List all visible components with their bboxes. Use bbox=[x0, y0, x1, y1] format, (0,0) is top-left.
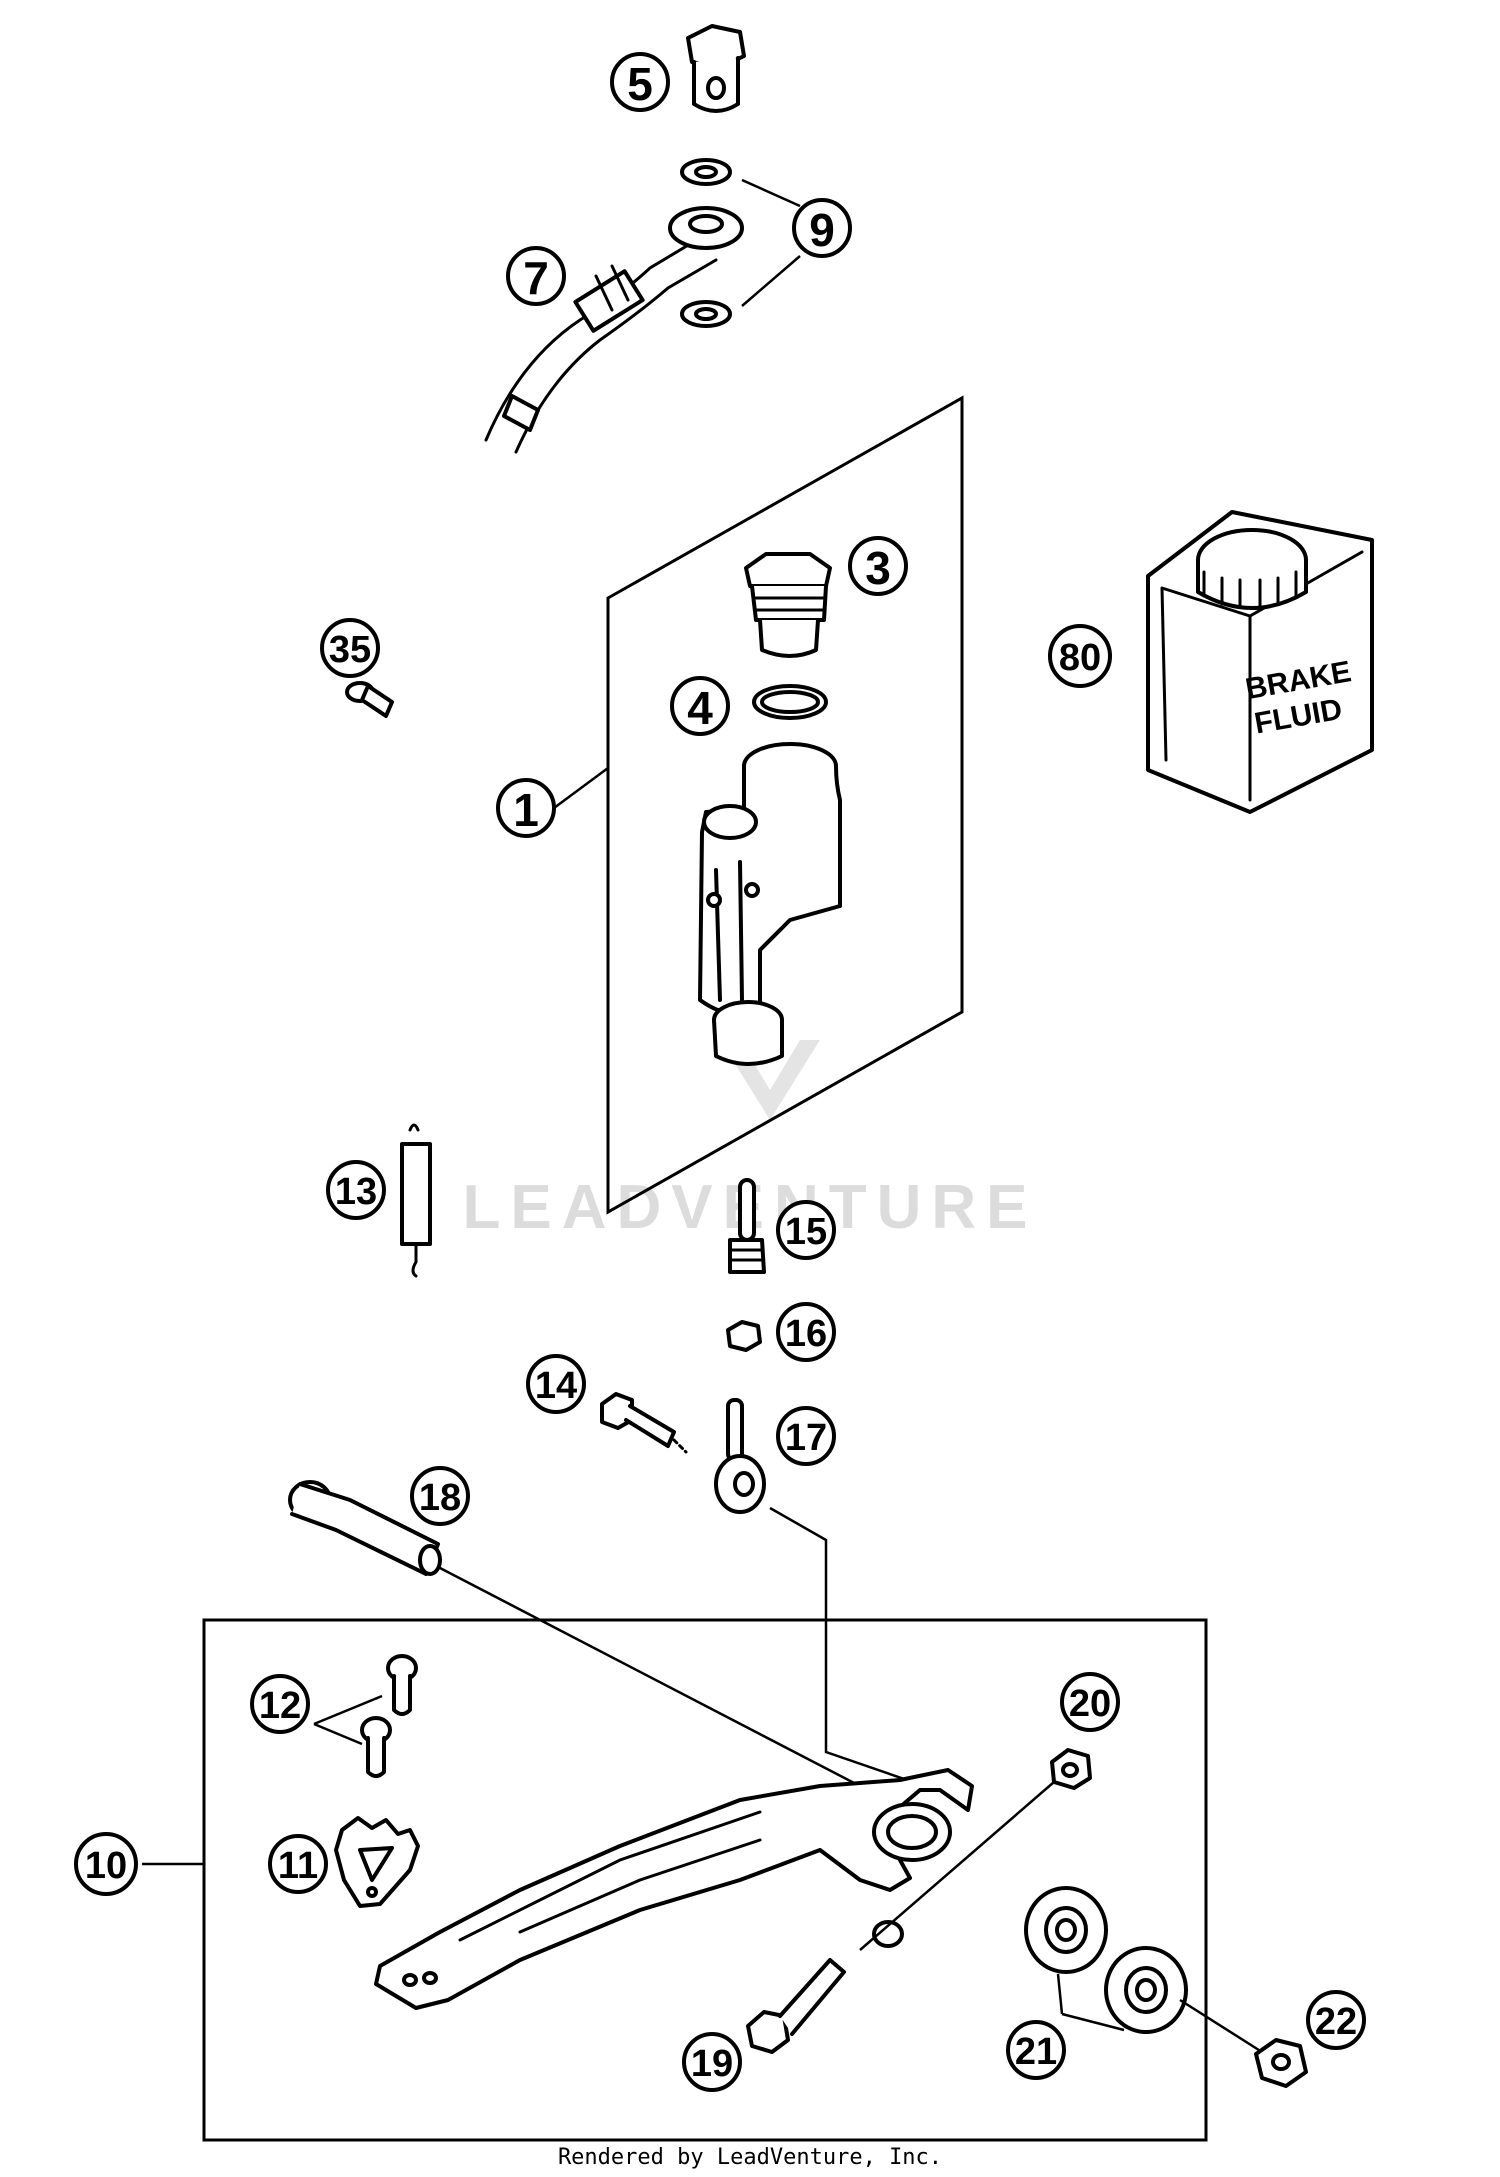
svg-text:5: 5 bbox=[627, 58, 653, 110]
part-bolt-19 bbox=[746, 1958, 846, 2054]
callout-15: 15 bbox=[776, 1200, 836, 1260]
master-cylinder-frame bbox=[606, 395, 964, 1215]
part-nut-16 bbox=[726, 1320, 762, 1352]
svg-text:22: 22 bbox=[1315, 2001, 1357, 2043]
svg-text:17: 17 bbox=[785, 1417, 827, 1459]
callout-9: 9 bbox=[792, 198, 852, 258]
callout-1: 1 bbox=[496, 778, 556, 838]
part-spring bbox=[400, 1123, 432, 1278]
part-banjo-bolt bbox=[686, 24, 746, 113]
callout-16: 16 bbox=[776, 1302, 836, 1362]
callout-21: 21 bbox=[1006, 2020, 1066, 2080]
callout-14: 14 bbox=[526, 1354, 586, 1414]
callout-20: 20 bbox=[1060, 1672, 1120, 1732]
brake-pedal-frame bbox=[202, 1618, 1208, 2142]
part-clevis bbox=[714, 1398, 766, 1514]
callout-11: 11 bbox=[268, 1834, 328, 1894]
svg-text:18: 18 bbox=[419, 1477, 461, 1519]
callout-leaders bbox=[142, 178, 1125, 2032]
callout-17: 17 bbox=[776, 1406, 836, 1466]
svg-text:80: 80 bbox=[1059, 637, 1101, 679]
svg-text:9: 9 bbox=[809, 204, 835, 256]
callout-4: 4 bbox=[670, 676, 730, 736]
svg-text:7: 7 bbox=[523, 252, 549, 304]
part-screw-35 bbox=[345, 681, 394, 718]
callout-19: 19 bbox=[682, 2032, 742, 2092]
svg-text:14: 14 bbox=[535, 1365, 577, 1407]
callout-18: 18 bbox=[410, 1466, 470, 1526]
part-nut-20 bbox=[1050, 1748, 1092, 1790]
callout-13: 13 bbox=[326, 1160, 386, 1220]
callout-3: 3 bbox=[848, 536, 908, 596]
svg-text:15: 15 bbox=[785, 1211, 827, 1253]
svg-text:19: 19 bbox=[691, 2043, 733, 2085]
svg-text:11: 11 bbox=[278, 1845, 318, 1887]
svg-text:10: 10 bbox=[85, 1845, 127, 1887]
svg-text:16: 16 bbox=[785, 1313, 827, 1355]
callout-80: 80 bbox=[1048, 624, 1112, 688]
part-master-cylinder-body bbox=[698, 742, 842, 1066]
part-brake-fluid-can: BRAKE FLUID bbox=[1146, 510, 1374, 814]
part-long-bolt bbox=[288, 1480, 442, 1576]
part-bearings bbox=[1024, 1886, 1188, 2034]
part-brake-hose bbox=[484, 206, 744, 454]
svg-text:13: 13 bbox=[335, 1171, 377, 1213]
part-reservoir-fitting bbox=[744, 552, 832, 658]
part-push-rod bbox=[728, 1178, 766, 1274]
callout-10: 10 bbox=[74, 1832, 138, 1896]
callout-7: 7 bbox=[506, 246, 566, 306]
svg-text:20: 20 bbox=[1069, 1683, 1111, 1725]
svg-text:12: 12 bbox=[259, 1685, 301, 1727]
callout-35: 35 bbox=[320, 618, 380, 678]
part-bolts-12 bbox=[360, 1654, 418, 1778]
part-brake-pedal bbox=[374, 1768, 974, 2010]
svg-text:1: 1 bbox=[513, 784, 539, 836]
part-nut-22 bbox=[1254, 2038, 1308, 2088]
callout-12: 12 bbox=[250, 1674, 310, 1734]
callout-5: 5 bbox=[610, 52, 670, 112]
svg-text:4: 4 bbox=[687, 682, 713, 734]
svg-text:3: 3 bbox=[865, 542, 891, 594]
callout-22: 22 bbox=[1306, 1990, 1366, 2050]
part-pedal-step bbox=[334, 1816, 420, 1908]
svg-text:35: 35 bbox=[329, 629, 371, 671]
part-washers bbox=[680, 158, 732, 328]
part-bolt-14 bbox=[600, 1392, 688, 1454]
svg-text:21: 21 bbox=[1015, 2031, 1057, 2073]
footer-credit: Rendered by LeadVenture, Inc. bbox=[558, 2145, 942, 2170]
